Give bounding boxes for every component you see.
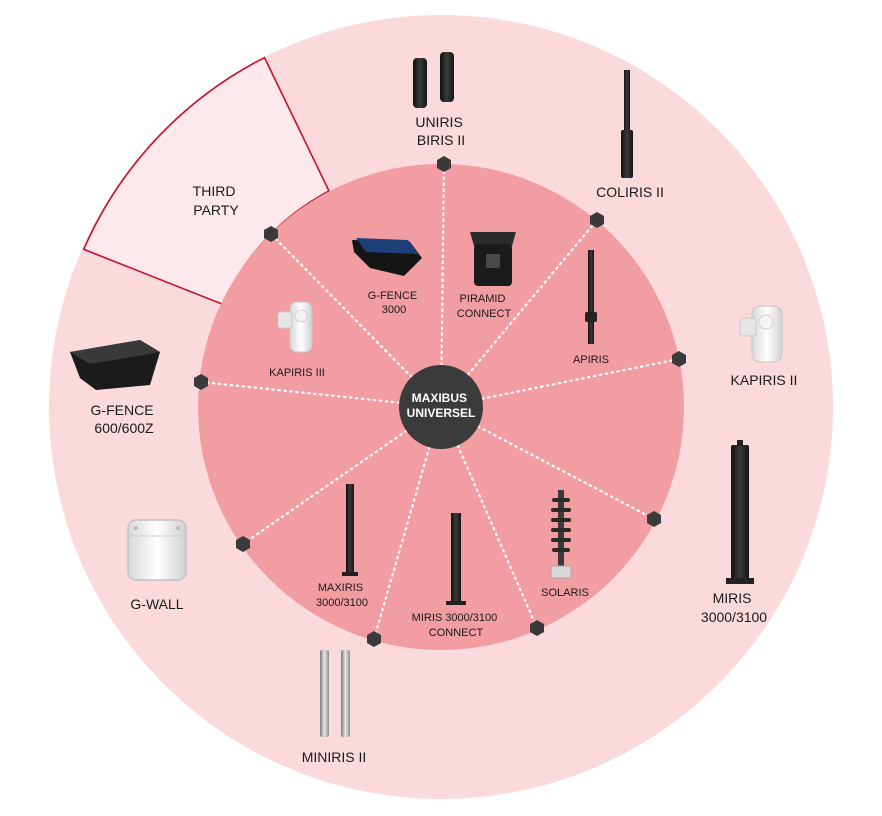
- label-third-party: THIRD PARTY: [193, 183, 240, 218]
- link-gwall: [241, 405, 443, 546]
- pir-detector-icon: [277, 301, 313, 353]
- node-uniris: [437, 156, 451, 172]
- link-kapiris-ii: [439, 357, 681, 409]
- slim-post-icon: [585, 250, 597, 344]
- black-post-icon: [446, 513, 466, 605]
- label-gfence-600: G-FENCE 600/600Z: [91, 402, 158, 436]
- hub: MAXIBUS UNIVERSEL: [399, 365, 483, 449]
- node-third-party: [264, 226, 278, 242]
- label-piramid: PIRAMID CONNECT: [457, 293, 512, 320]
- hub-label: MAXIBUS UNIVERSEL: [407, 391, 476, 420]
- solar-sensor-icon: [352, 238, 422, 276]
- label-kapiris-ii: KAPIRIS II: [731, 372, 798, 388]
- node-miris: [647, 511, 661, 527]
- label-gfence-3000: G-FENCE 3000: [368, 290, 421, 316]
- solar-mast-icon: [550, 490, 572, 579]
- label-gwall: G-WALL: [130, 596, 183, 612]
- label-kapiris-iii: KAPIRIS III: [269, 367, 325, 379]
- link-miris: [439, 405, 656, 521]
- link-coliris: [439, 218, 599, 409]
- label-apiris: APIRIS: [573, 354, 609, 366]
- tall-column-icon: [621, 70, 633, 178]
- hub-circle: [399, 365, 483, 449]
- label-solaris: SOLARIS: [541, 587, 589, 599]
- label-miniris: MINIRIS II: [302, 749, 367, 765]
- label-maxiris: MAXIRIS 3000/3100: [316, 582, 368, 609]
- bus-links: [199, 162, 681, 641]
- label-coliris: COLIRIS II: [596, 184, 664, 200]
- link-third-party: [269, 232, 443, 409]
- label-miris: MIRIS 3000/3100: [701, 590, 767, 625]
- junction-box-icon: [127, 519, 187, 581]
- link-gfence-600: [199, 380, 443, 409]
- node-miris-connect: [530, 620, 544, 636]
- pir-detector-icon: [739, 305, 783, 363]
- black-post-icon: [342, 484, 358, 576]
- label-miris-connect: MIRIS 3000/3100 CONNECT: [412, 612, 501, 639]
- black-post-icon: [726, 440, 754, 584]
- node-gfence-600: [194, 374, 208, 390]
- node-gwall: [236, 536, 250, 552]
- node-coliris: [590, 212, 604, 228]
- node-kapiris-ii: [672, 351, 686, 367]
- link-miniris: [372, 405, 443, 641]
- wide-sensor-housing-icon: [70, 340, 160, 390]
- connection-nodes: [194, 156, 686, 647]
- node-miniris: [367, 631, 381, 647]
- twin-steel-posts-icon: [320, 650, 350, 737]
- radar-detector-icon: [470, 232, 516, 286]
- link-uniris: [439, 162, 446, 409]
- twin-column-sensor-icon: [413, 52, 454, 108]
- link-miris-connect: [439, 405, 539, 630]
- label-uniris-biris: UNIRIS BIRIS II: [415, 114, 466, 148]
